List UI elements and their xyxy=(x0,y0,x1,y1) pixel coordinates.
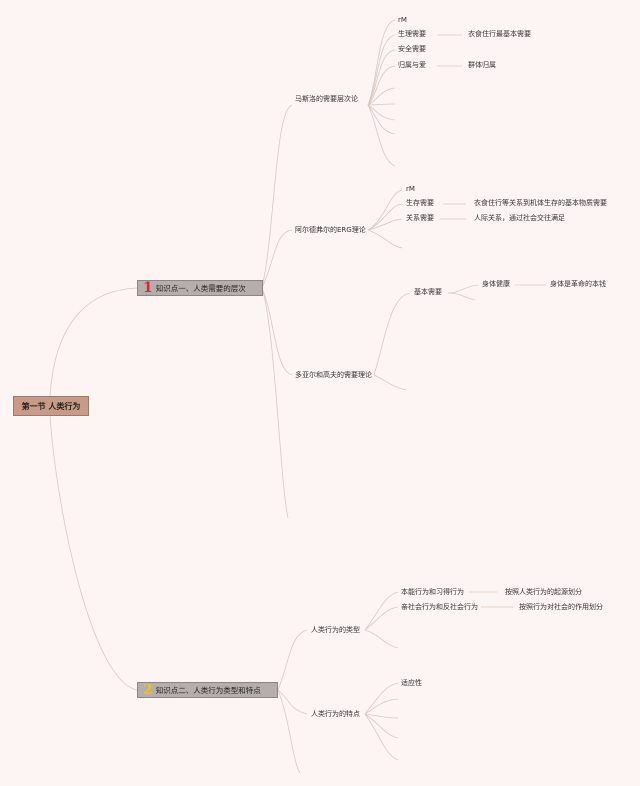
branch-knowledge-point-2[interactable]: 2 知识点二、人类行为类型和特点 xyxy=(137,682,278,698)
types-item-instinct-learned[interactable]: 本能行为和习得行为 xyxy=(401,588,464,596)
types-item-prosocial-antisocial[interactable]: 亲社会行为和反社会行为 xyxy=(401,603,478,611)
maslow-detail-belonging[interactable]: 群体归属 xyxy=(468,61,496,69)
types-detail-social-effect[interactable]: 按照行为对社会的作用划分 xyxy=(519,603,603,611)
maslow-detail-physiological[interactable]: 衣食住行最基本需要 xyxy=(468,30,531,38)
traits-item-adaptability[interactable]: 适应性 xyxy=(401,679,422,687)
topic-behavior-traits[interactable]: 人类行为的特点 xyxy=(311,710,360,718)
doyal-detail-health[interactable]: 身体是革命的本钱 xyxy=(550,280,606,288)
maslow-item-rm[interactable]: rM xyxy=(398,16,407,24)
maslow-item-physiological[interactable]: 生理需要 xyxy=(398,30,426,38)
doyal-sub-health[interactable]: 身体健康 xyxy=(482,280,510,288)
erg-item-existence[interactable]: 生存需要 xyxy=(406,199,434,207)
erg-item-relatedness[interactable]: 关系需要 xyxy=(406,214,434,222)
branch-2-label: 知识点二、人类行为类型和特点 xyxy=(155,685,261,695)
types-detail-origin[interactable]: 按照人类行为的起源划分 xyxy=(505,588,582,596)
branch-1-label: 知识点一、人类需要的层次 xyxy=(155,283,246,293)
erg-detail-existence[interactable]: 衣食住行等关系到机体生存的基本物质需要 xyxy=(474,199,607,207)
topic-maslow[interactable]: 马斯洛的需要层次论 xyxy=(295,95,358,103)
root-node[interactable]: 第一节 人类行为 xyxy=(13,396,89,416)
doyal-item-basic-needs[interactable]: 基本需要 xyxy=(414,288,442,296)
maslow-item-belonging[interactable]: 归属与爱 xyxy=(398,61,426,69)
root-label: 第一节 人类行为 xyxy=(21,401,81,411)
maslow-item-safety[interactable]: 安全需要 xyxy=(398,45,426,53)
topic-behavior-types[interactable]: 人类行为的类型 xyxy=(311,626,360,634)
topic-doyal-gough[interactable]: 多亚尔和高夫的需要理论 xyxy=(295,371,372,379)
number-badge-1: 1 xyxy=(143,280,153,296)
branch-knowledge-point-1[interactable]: 1 知识点一、人类需要的层次 xyxy=(137,280,263,296)
erg-detail-relatedness[interactable]: 人际关系，通过社会交往满足 xyxy=(474,214,565,222)
erg-item-rm[interactable]: rM xyxy=(406,185,415,193)
topic-erg[interactable]: 阿尔德弗尔的ERG理论 xyxy=(295,226,366,234)
number-badge-2: 2 xyxy=(143,682,153,698)
